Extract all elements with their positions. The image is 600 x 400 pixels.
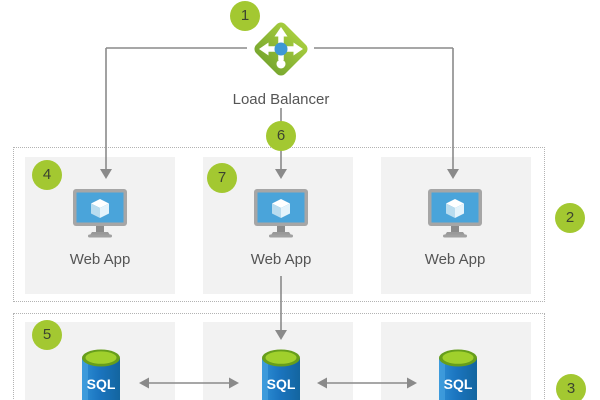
web-app-label: Web App xyxy=(69,251,131,268)
web-app-monitor-icon xyxy=(254,189,308,238)
badge-5: 5 xyxy=(32,320,62,350)
arrow-right-icon xyxy=(229,377,239,389)
data-tier-region xyxy=(13,313,545,400)
badge-1: 1 xyxy=(230,1,260,31)
sql-database-icon: SQL xyxy=(439,349,477,400)
badge-4: 4 xyxy=(32,160,62,190)
badge-6: 6 xyxy=(266,121,296,151)
sql-label: SQL xyxy=(87,376,116,392)
load-balancer-label: Load Balancer xyxy=(232,91,330,108)
arrow-down-icon xyxy=(100,169,112,179)
sql-database-icon: SQL xyxy=(82,349,120,400)
sql-label: SQL xyxy=(444,376,473,392)
arrow-down-icon xyxy=(275,169,287,179)
web-app-label: Web App xyxy=(250,251,312,268)
web-app-monitor-icon xyxy=(428,189,482,238)
load-balancer-icon xyxy=(254,22,308,76)
arrow-down-icon xyxy=(275,330,287,340)
arrow-right-icon xyxy=(407,377,417,389)
arrow-left-icon xyxy=(317,377,327,389)
web-app-label: Web App xyxy=(424,251,486,268)
badge-3: 3 xyxy=(556,374,586,400)
badge-2: 2 xyxy=(555,203,585,233)
sql-database-icon: SQL xyxy=(262,349,300,400)
arrow-left-icon xyxy=(139,377,149,389)
arrow-down-icon xyxy=(447,169,459,179)
badge-7: 7 xyxy=(207,163,237,193)
sql-label: SQL xyxy=(267,376,296,392)
web-app-monitor-icon xyxy=(73,189,127,238)
